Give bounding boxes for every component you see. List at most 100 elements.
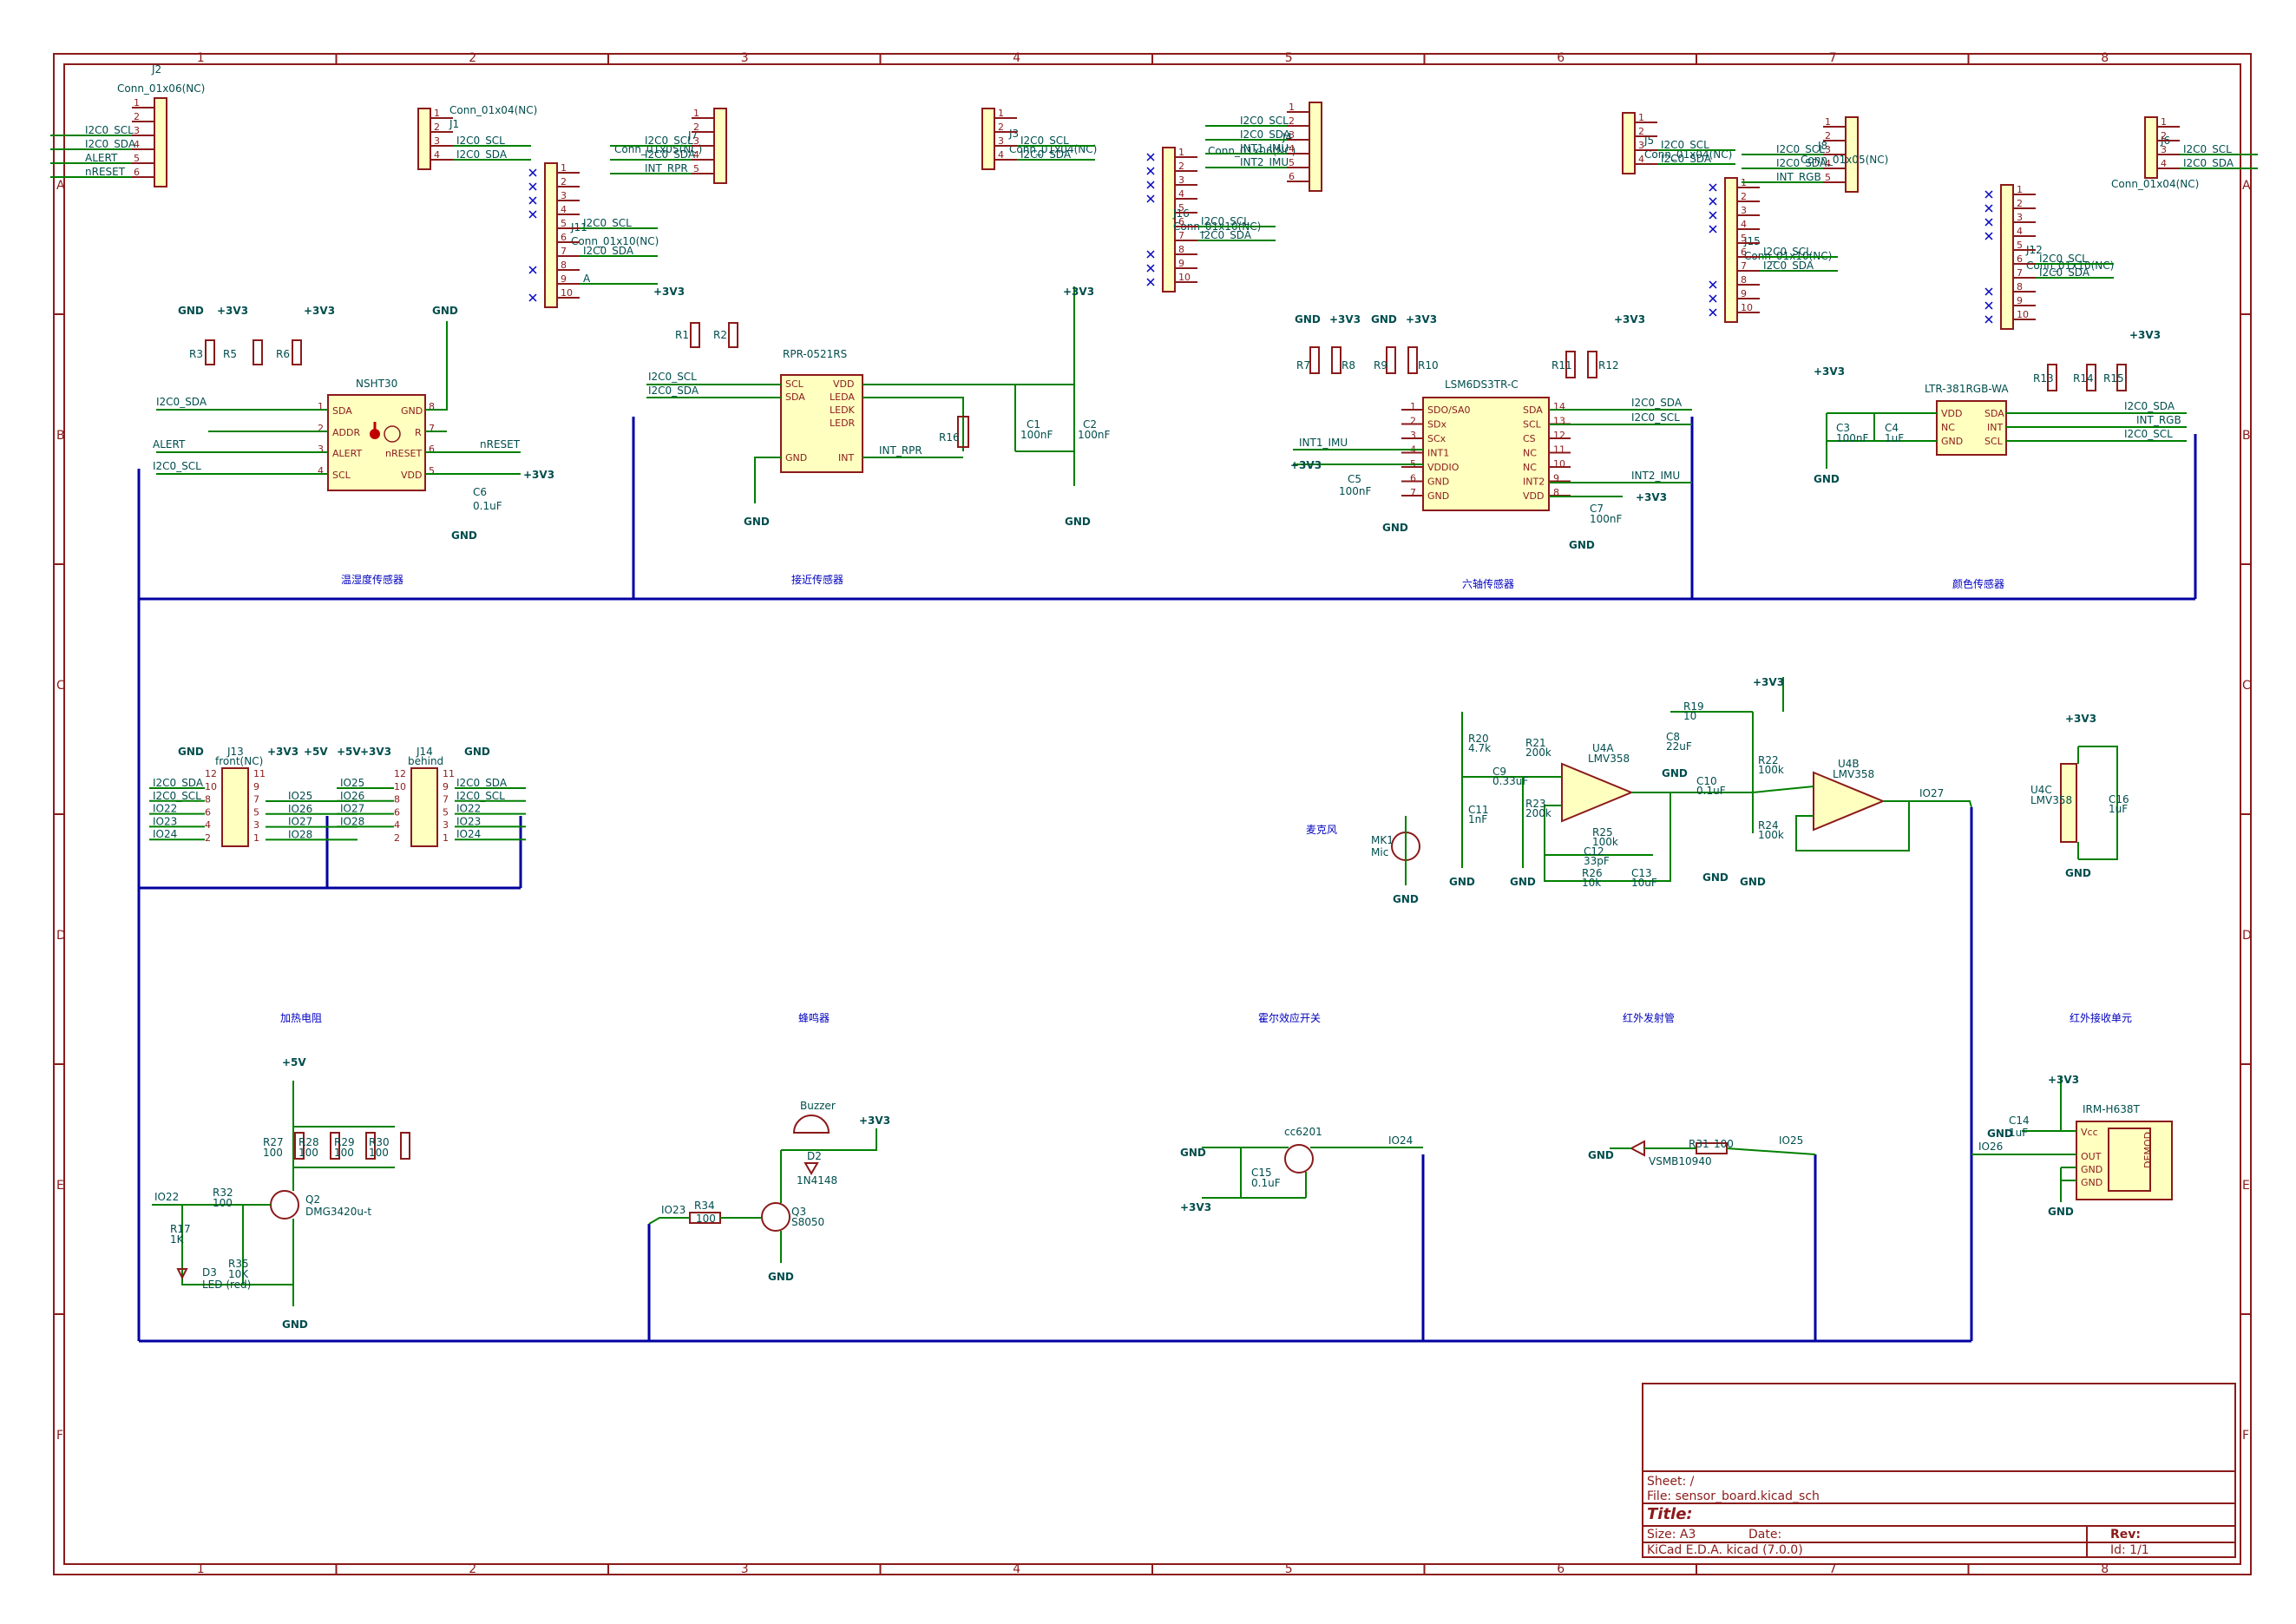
connector-net-label: I2C0_SCL	[1020, 135, 1069, 147]
connector-net-label: INT_RGB	[1776, 171, 1821, 183]
c2-ref: C2	[1083, 418, 1097, 431]
pwr-gnd-rpr-cap: GND	[1065, 516, 1091, 528]
net-io25-irtx: IO25	[1779, 1134, 1803, 1147]
mic-part-ref: C16	[2109, 793, 2129, 805]
no-connect-marker	[1146, 250, 1155, 259]
heater-part-ref: R29	[334, 1136, 355, 1148]
led-d3	[176, 1268, 188, 1280]
no-connect-marker	[1984, 218, 1993, 227]
mic-part-ref: C13	[1631, 867, 1652, 879]
nsht30-pin-vdd: VDD	[401, 470, 422, 481]
c4-ref: C4	[1885, 422, 1899, 434]
pwr-3v3-j13: +3V3	[267, 746, 298, 758]
r7-ref: R7	[1296, 359, 1310, 371]
connector-pin-number: 4	[1638, 154, 1644, 165]
tb-size: Size: A3	[1647, 1528, 1696, 1542]
lsm-left-pin: SDx	[1427, 419, 1446, 431]
section-imu: 六轴传感器	[1462, 577, 1514, 590]
zone-row-right: C	[2242, 679, 2251, 693]
lsm-left-pin: VDDIO	[1427, 462, 1460, 473]
lsm-name: LSM6DS3TR-C	[1445, 378, 1519, 391]
connector-pin-number: 7	[1178, 230, 1184, 241]
pwr-gnd-c14: GND	[1987, 1128, 2013, 1140]
connector-j4: J4Conn_01x06(NC)12I2C0_SCL3I2C0_SDA4INT1…	[1205, 102, 1322, 192]
connector-net-label: I2C0_SDA	[85, 138, 136, 150]
title-block: Sheet: / File: sensor_board.kicad_sch Ti…	[1642, 1383, 2236, 1558]
zone-col-top: 3	[741, 51, 749, 65]
irm-demod: DEMOD	[2142, 1132, 2154, 1168]
buzzer-ref: Buzzer	[800, 1100, 836, 1112]
mic-part-value: 200k	[1525, 746, 1551, 759]
connector-pin-number: 4	[134, 139, 140, 150]
connector-pin-number: 5	[1741, 233, 1747, 244]
mk1-ref: MK1	[1371, 834, 1394, 846]
nsht30-num-6: 6	[429, 444, 435, 455]
buzzer-icon	[792, 1114, 830, 1134]
header-pin-left: 10	[205, 781, 217, 792]
zone-row-left: E	[56, 1179, 64, 1193]
c14-ref: C14	[2009, 1114, 2030, 1127]
u4c-value: LMV358	[2030, 794, 2072, 806]
net-io24-hall: IO24	[1388, 1134, 1413, 1147]
connector-net-label: I2C0_SDA	[1661, 153, 1712, 165]
c2-value: 100nF	[1078, 429, 1111, 441]
heater-part-value: 10K	[228, 1268, 249, 1280]
connector-pin-number: 4	[434, 149, 440, 161]
pwr-gnd-nsht: GND	[432, 305, 458, 317]
u4b-ref: U4B	[1838, 758, 1860, 770]
irm-pin-out: OUT	[2081, 1151, 2102, 1162]
header-pin-left: 12	[205, 768, 217, 779]
connector-pin-number: 2	[693, 122, 699, 133]
connector-j2: J2Conn_01x06(NC)123I2C0_SCL4I2C0_SDA5ALE…	[50, 63, 205, 187]
connector-pin-number: 3	[434, 135, 440, 147]
connector-pin-number: 6	[2017, 253, 2023, 265]
header-net-left: IO27	[340, 803, 364, 815]
ir-led-icon	[1629, 1140, 1645, 1157]
ic-rpr0521: RPR-0521RS SCL SDA GND VDD LEDA LEDK LED…	[646, 286, 1111, 528]
zone-col-bottom: 5	[1285, 1562, 1293, 1576]
header-net-left: I2C0_SDA	[153, 777, 204, 789]
connector-pin-number: 9	[1178, 258, 1184, 269]
ic-ltr381: LTR-381RGB-WA VDD NC GND SDA INT SCL I2C…	[1814, 329, 2187, 485]
connector-j16: J16Conn_01x10(NC)123456I2C0_SCL7I2C0_SDA…	[1146, 147, 1276, 293]
pwr-5v-heater: +5V	[282, 1056, 306, 1068]
no-connect-marker	[1709, 211, 1717, 220]
connector-net-label: I2C0_SDA	[2039, 266, 2090, 279]
header-pin-left: 12	[394, 768, 406, 779]
lsm-right-pin: NC	[1523, 448, 1537, 459]
hall-circuit: cc6201 C15 0.1uF IO24 GND +3V3	[1180, 1126, 1423, 1213]
header-net-left: IO23	[153, 815, 177, 827]
pwr-3v3-r5: +3V3	[217, 305, 248, 317]
lsm-right-pin: SCL	[1523, 419, 1542, 431]
heater-part-ref: R28	[298, 1136, 319, 1148]
lsm-right-num: 12	[1553, 430, 1565, 441]
header-pin-right: 11	[253, 768, 266, 779]
no-connect-marker	[528, 168, 537, 177]
heater-part-ref: R35	[228, 1258, 249, 1270]
zone-row-left: C	[56, 679, 65, 693]
zone-col-top: 5	[1285, 51, 1293, 65]
connector-ref: J2	[151, 63, 161, 76]
nsht30-pin-gnd: GND	[401, 405, 423, 417]
c1-ref: C1	[1027, 418, 1040, 431]
header-pin-right: 7	[253, 794, 259, 805]
section-heater: 加热电阻	[280, 1012, 322, 1024]
j13-ref: J13	[226, 746, 244, 758]
connector-ref: J3	[1008, 128, 1019, 140]
header-pin-left: 4	[205, 819, 211, 831]
header-pin-right: 9	[253, 781, 259, 792]
heater-part-ref: R30	[369, 1136, 390, 1148]
header-net-left: IO28	[340, 815, 364, 827]
section-ir-rx: 红外接收单元	[2070, 1011, 2132, 1024]
u4c-ref: U4C	[2030, 784, 2052, 796]
d3-ref: D3	[202, 1266, 217, 1279]
lsm-left-num: 3	[1410, 430, 1416, 441]
connector-net-label: I2C0_SDA	[1776, 157, 1827, 169]
connector-pin-number: 4	[561, 204, 567, 215]
pwr-gnd-c7: GND	[1569, 539, 1595, 551]
zone-row-right: D	[2242, 929, 2252, 943]
connector-pin-number: 3	[1638, 140, 1644, 151]
header-net-right: I2C0_SDA	[456, 777, 508, 789]
r5-ref: R5	[223, 348, 237, 360]
mic-part-value: 10k	[1582, 877, 1601, 889]
